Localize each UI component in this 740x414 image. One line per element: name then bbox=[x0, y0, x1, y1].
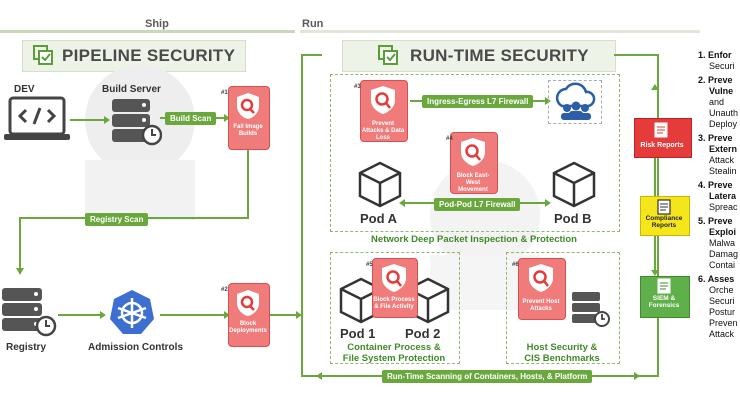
registry-scan-tag: Registry Scan bbox=[85, 213, 149, 226]
shield-search-icon bbox=[382, 264, 406, 292]
pod-a-label: Pod A bbox=[360, 211, 398, 226]
build-server-icon bbox=[112, 99, 162, 146]
build-server-label: Build Server bbox=[102, 84, 161, 95]
block-badge: #2 bbox=[221, 287, 228, 293]
block-deployments-label: Block Deployments bbox=[229, 321, 267, 334]
ship-phase-bar bbox=[0, 30, 295, 33]
host-caption-2: CIS Benchmarks bbox=[524, 353, 600, 364]
pipeline-logo-icon bbox=[33, 45, 53, 65]
container-caption-2: File System Protection bbox=[342, 353, 446, 364]
prevent-badge: #3 bbox=[354, 84, 361, 90]
registry-icon bbox=[2, 288, 57, 337]
report-doc-icon bbox=[654, 122, 668, 138]
risk-reports-label: Risk Reports bbox=[640, 142, 684, 149]
container-badge: #5 bbox=[366, 262, 373, 268]
build-scan-tag: Build Scan bbox=[165, 112, 217, 125]
container-caption-1: Container Process & bbox=[347, 342, 441, 353]
block-east-west-label: Block East-West Movement bbox=[456, 173, 490, 193]
host-badge: #6 bbox=[512, 262, 519, 268]
phase-ship: Ship bbox=[145, 18, 169, 30]
host-server-icon bbox=[572, 292, 610, 327]
shield-search-icon bbox=[237, 290, 259, 316]
pod-b-label: Pod B bbox=[554, 211, 592, 226]
compliance-reports-label: Compliance Reports bbox=[645, 215, 683, 229]
cloud-users-icon bbox=[555, 82, 596, 120]
ndpi-caption: Network Deep Packet Inspection & Protect… bbox=[371, 234, 577, 245]
fail-image-builds-label: Fail Image Builds bbox=[233, 124, 263, 137]
kubernetes-icon bbox=[110, 290, 154, 334]
pod-b-cube-icon bbox=[552, 161, 596, 208]
container-box bbox=[330, 252, 460, 364]
admission-controls-label: Admission Controls bbox=[88, 342, 184, 353]
fail-badge: #1 bbox=[221, 90, 228, 96]
prevent-host-label: Prevent Host Attacks bbox=[522, 299, 560, 312]
eastwest-badge: #4 bbox=[446, 136, 453, 142]
pod-2-label: Pod 2 bbox=[405, 326, 441, 341]
dev-label: DEV bbox=[14, 84, 35, 95]
runtime-logo-icon bbox=[378, 45, 398, 65]
prevent-attacks-label: Prevent Attacks & Data Loss bbox=[361, 121, 405, 141]
shield-search-icon bbox=[461, 138, 485, 166]
registry-label: Registry bbox=[6, 342, 47, 353]
run-phase-bar bbox=[300, 30, 700, 33]
phase-run: Run bbox=[302, 18, 324, 30]
report-doc-icon bbox=[657, 199, 671, 215]
pod-1-label: Pod 1 bbox=[340, 326, 376, 341]
shield-search-icon bbox=[371, 86, 395, 114]
host-box bbox=[506, 252, 620, 364]
network-box bbox=[330, 74, 620, 232]
pod-firewall-tag: Pod-Pod L7 Firewall bbox=[434, 198, 521, 211]
block-process-label: Block Process & File Activity bbox=[373, 297, 415, 310]
cloud-box bbox=[548, 80, 602, 124]
shield-search-icon bbox=[529, 264, 553, 292]
runtime-title: RUN-TIME SECURITY bbox=[410, 46, 589, 65]
laptop-code-icon bbox=[4, 96, 70, 140]
shield-search-icon bbox=[237, 93, 259, 119]
report-doc-icon bbox=[657, 278, 671, 294]
pod-a-cube-icon bbox=[358, 161, 402, 208]
siem-label: SIEM & Forensics bbox=[648, 295, 680, 309]
host-caption-1: Host Security & bbox=[526, 342, 598, 353]
compliance-reports-card bbox=[640, 196, 690, 236]
runtime-scan-tag: Run-Time Scanning of Containers, Hosts, … bbox=[382, 370, 593, 383]
pipeline-title: PIPELINE SECURITY bbox=[62, 46, 236, 65]
ingress-firewall-tag: Ingress-Egress L7 Firewall bbox=[422, 95, 534, 108]
